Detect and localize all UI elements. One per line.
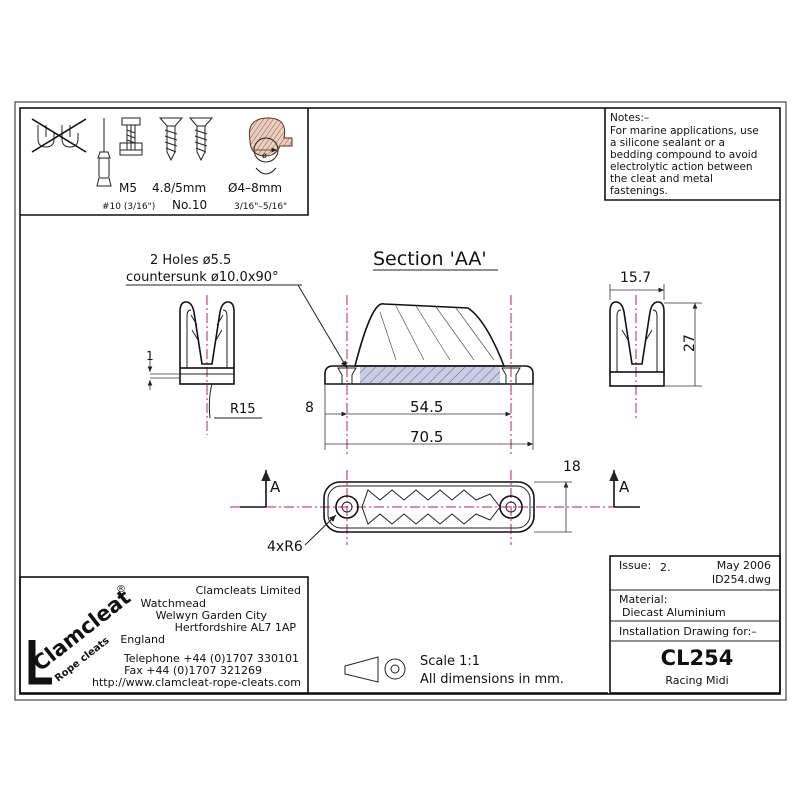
holes-leader [297,284,348,369]
logo-registered: ® [116,584,126,595]
dim-54-5-label: 54.5 [410,398,443,416]
rope-diameter-icon: ø [248,117,293,175]
svg-text:the cleat and metal: the cleat and metal [610,173,713,185]
dim-18-label: 18 [563,459,581,475]
company-fax: Fax +44 (0)1707 321269 [124,664,262,677]
svg-text:ø: ø [262,151,267,160]
scale-label: Scale 1:1 [420,654,480,669]
section-title: Section 'AA' [373,248,487,270]
section-view: 8 54.5 70.5 [305,295,534,455]
wood-screw-label: 4.8/5mm [152,181,206,195]
m5-label: M5 [119,181,137,195]
rope-sub-label: 3/16"–5/16" [234,202,287,212]
section-arrow-left-label: A [270,478,281,496]
company-telephone: Telephone +44 (0)1707 330101 [123,652,299,665]
clamcleat-logo: Clamcleat Rope cleats ® [28,584,135,685]
end-view-right: 15.7 27 [609,270,702,420]
fastenings-panel: ø M5 #10 (3/16") 4.8/5mm No.10 Ø4–8mm 3/… [20,108,309,216]
crossed-hooks-icon [31,118,87,153]
svg-text:For marine applications, use: For marine applications, use [610,125,759,137]
product-name: Racing Midi [665,674,728,687]
countersunk-screw-icon [188,117,214,162]
dim-27-label: 27 [682,334,698,352]
section-hatching [379,305,495,361]
rope-label: Ø4–8mm [228,181,282,195]
material-value: Diecast Aluminium [622,606,726,619]
dim-4xr6-label: 4xR6 [267,539,303,555]
cleat-jaw-teeth [361,489,501,525]
drawing-border [19,107,781,695]
projection-symbol-icon [344,656,379,683]
end-view-left: 1 R15 [146,295,262,435]
company-url[interactable]: http://www.clamcleat-rope-cleats.com [92,676,301,689]
title-block: Issue: 2. May 2006 ID254.dwg Material: D… [609,555,781,694]
m5-bolt-icon [119,117,143,156]
m5-sub-label: #10 (3/16") [102,202,155,212]
holes-note-line1: 2 Holes ø5.5 [150,253,231,268]
issue-value: 2. [660,561,671,574]
dim-8-label: 8 [305,400,314,416]
outer-frame [14,101,787,701]
issue-label: Issue: [619,559,651,572]
wood-screw-sub-label: No.10 [172,198,207,212]
material-label: Material: [619,593,667,606]
dim-70-5-label: 70.5 [410,428,443,446]
scale-block: Scale 1:1 All dimensions in mm. [308,654,608,694]
installation-label: Installation Drawing for:– [619,625,757,638]
drawing-date: May 2006 [717,559,771,572]
company-block: Clamcleat Rope cleats ® Clamcleats Limit… [19,576,309,694]
svg-text:electrolytic action between: electrolytic action between [610,161,753,173]
dim-15-7-label: 15.7 [620,270,651,286]
company-address-4: England [120,633,165,646]
notes-title: Notes:– [610,112,649,124]
rivet-icon [96,118,112,187]
company-address-1: Watchmead [141,597,206,610]
svg-text:bedding compound to avoid: bedding compound to avoid [610,149,757,161]
dim-r15-label: R15 [230,402,256,417]
company-address-2: Welwyn Garden City [156,609,268,622]
drawing-number: ID254.dwg [712,573,771,586]
holes-note-line2: countersunk ø10.0x90° [126,270,279,285]
notes-text: For marine applications, use a silicone … [610,125,759,197]
units-label: All dimensions in mm. [420,672,564,687]
dim-1-label: 1 [146,349,154,363]
notes-panel: Notes:– For marine applications, use a s… [604,108,780,201]
svg-text:fastenings.: fastenings. [610,185,668,197]
wood-screw-icon [158,117,184,162]
section-arrow-right-label: A [619,478,630,496]
plan-view: 18 4xR6 A A [230,459,640,555]
company-name: Clamcleats Limited [196,584,301,597]
product-code: CL254 [661,646,734,670]
company-address-3: Hertfordshire AL7 1AP [175,621,297,634]
svg-text:a silicone sealant or a: a silicone sealant or a [610,137,725,149]
